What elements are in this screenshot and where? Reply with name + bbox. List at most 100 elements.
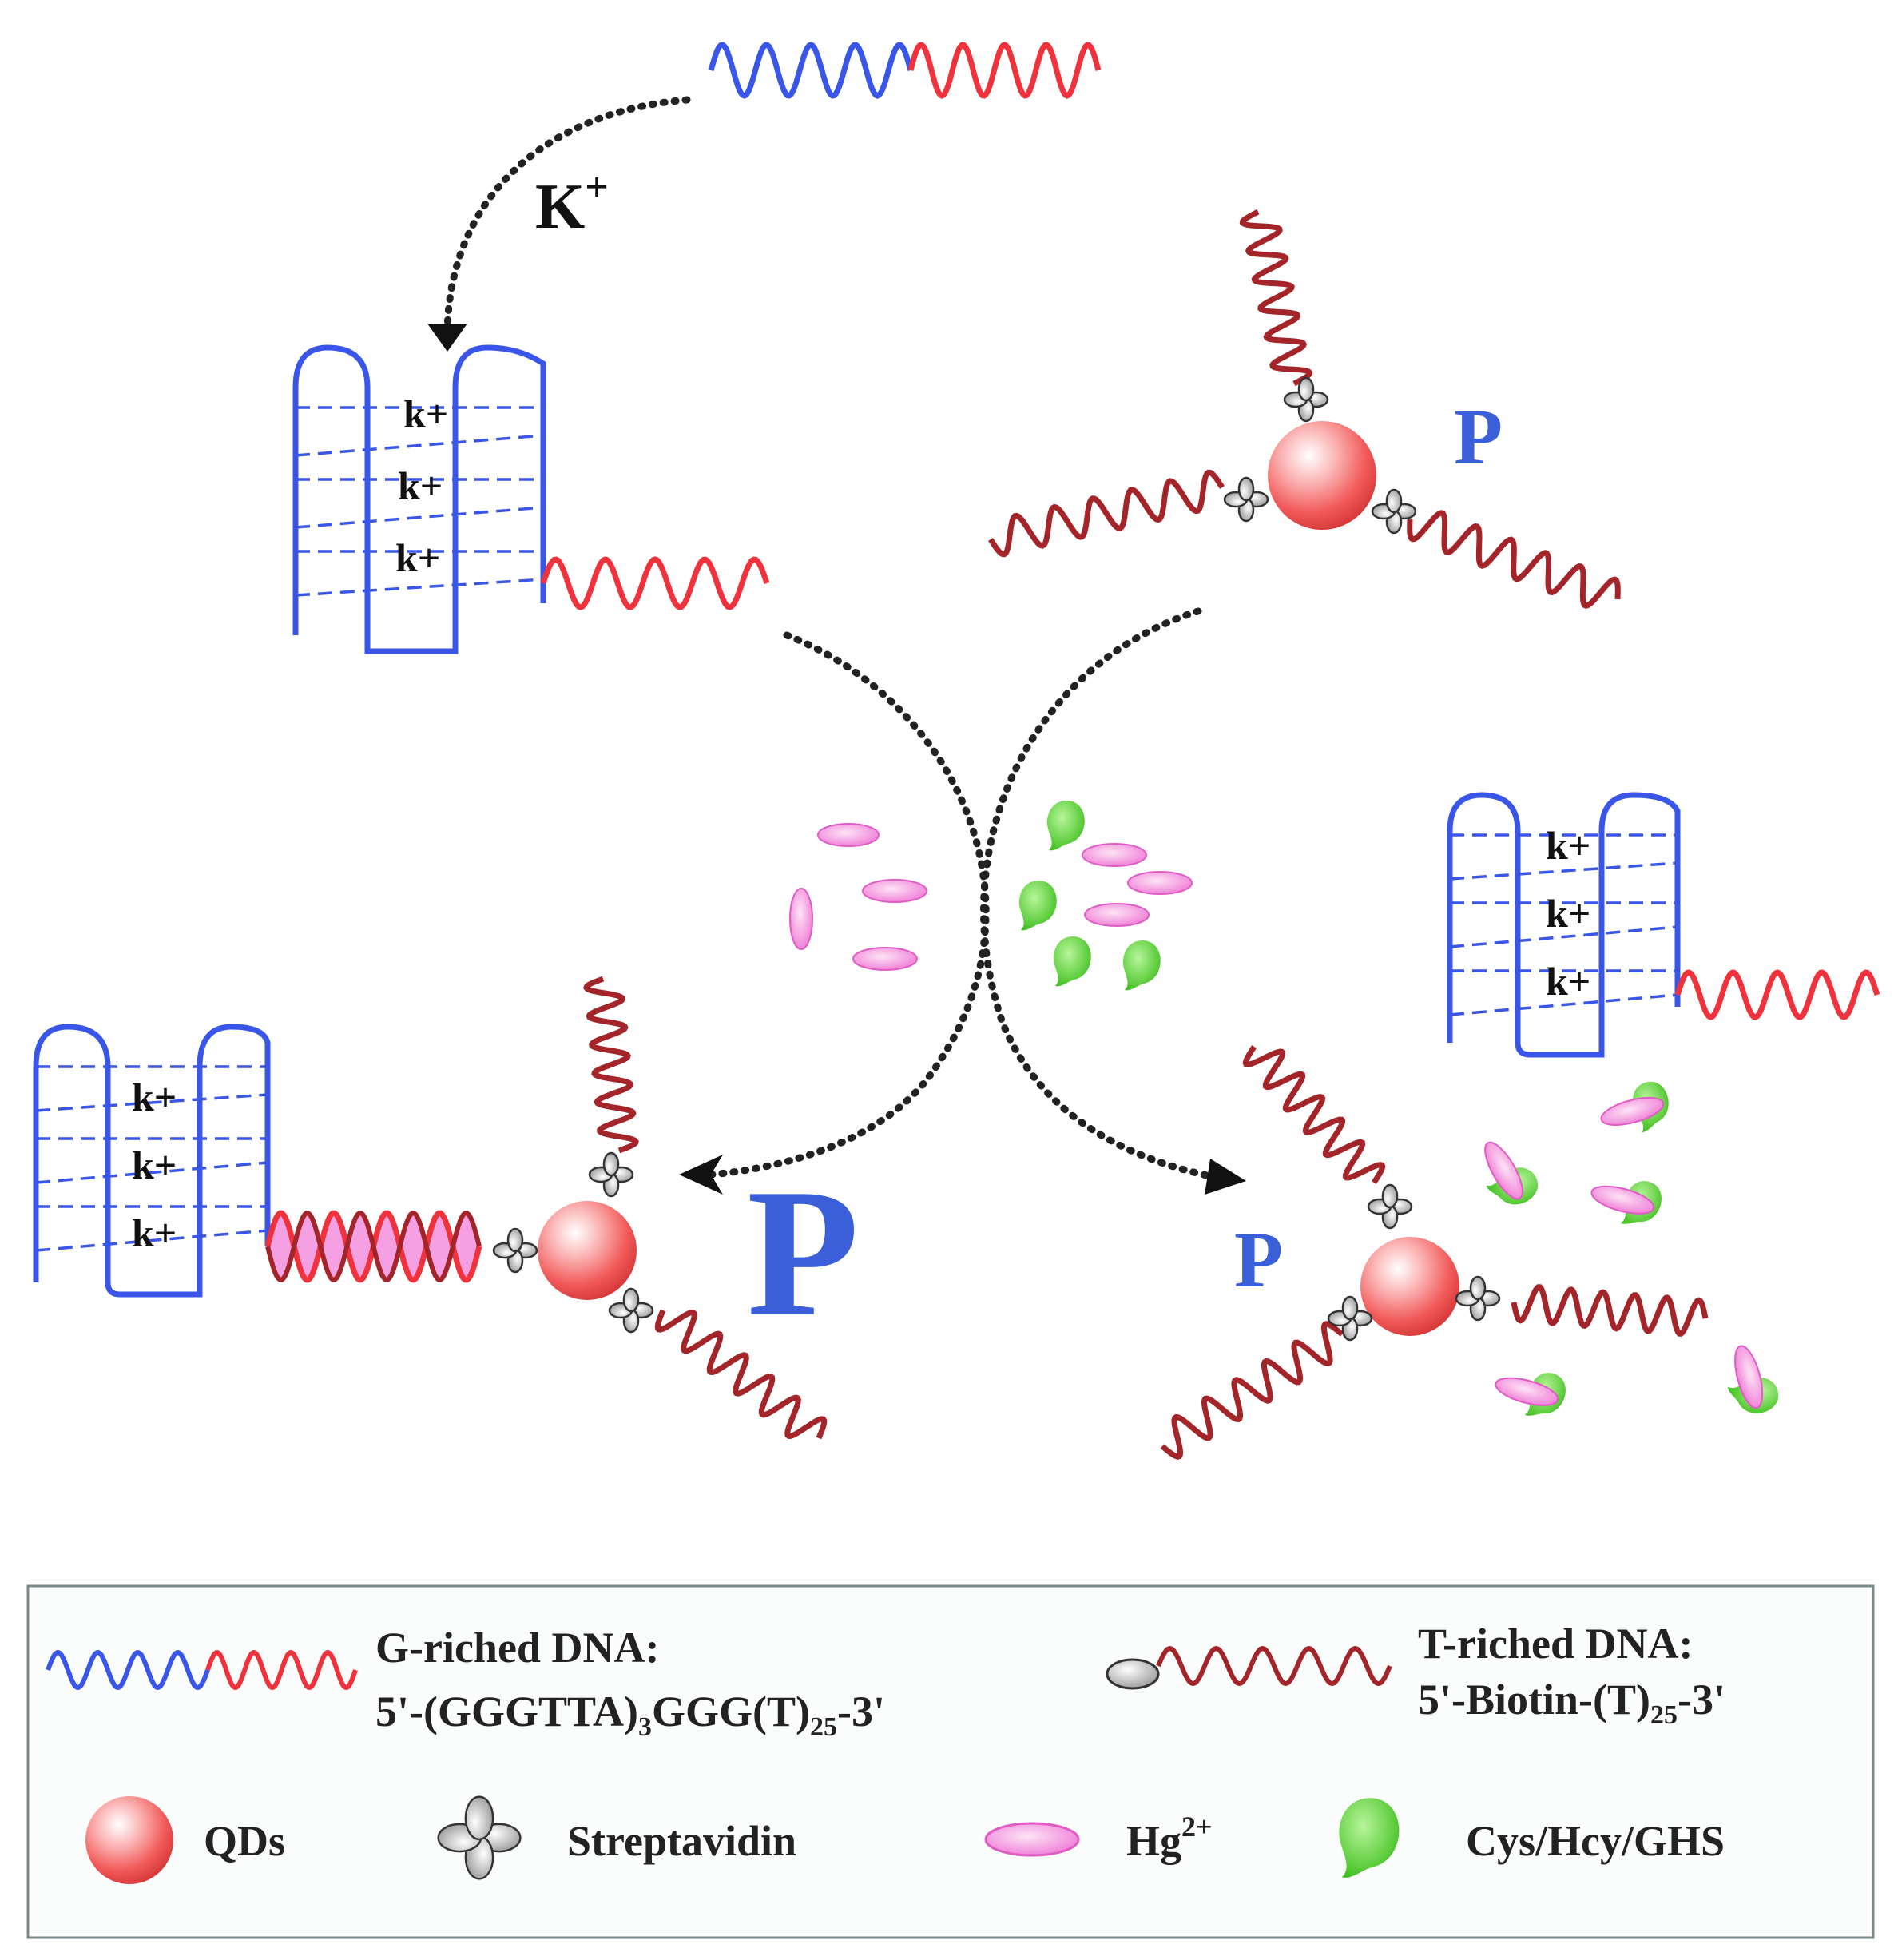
cys-molecule-icon — [1053, 936, 1091, 987]
cys-molecule-icon — [1339, 1798, 1400, 1878]
streptavidin-icon — [1455, 1275, 1501, 1322]
t-dna-strand — [1239, 209, 1313, 387]
k-ion-label: K+ — [535, 165, 609, 242]
qd-probe-bottom-left — [492, 976, 828, 1440]
streptavidin-lobe — [1297, 376, 1315, 402]
hg-cys-complex — [1600, 1081, 1669, 1132]
legend-t-dna-name: T-riched DNA: — [1418, 1620, 1694, 1668]
streptavidin-lobe — [1385, 488, 1403, 514]
cys-molecule-icon — [1046, 801, 1085, 851]
qd-sphere-icon — [1268, 421, 1376, 530]
legend-box: G-riched DNA: 5'-(GGGTTA)3GGG(T)25-3' T-… — [26, 1584, 1875, 1939]
probe-label: P — [1454, 392, 1503, 481]
t-dna-strand — [1242, 1045, 1386, 1184]
quartet-k-ion: k+ — [1546, 823, 1590, 868]
hg-cys-complex — [1590, 1181, 1662, 1224]
quartet-k-ion: k+ — [403, 392, 448, 436]
legend-streptavidin-label: Streptavidin — [567, 1817, 796, 1865]
legend-t-dna-sequence: 5'-Biotin-(T)25-3' — [1418, 1676, 1725, 1730]
legend-t-dna — [1156, 1645, 1392, 1687]
hg-cys-complex — [1495, 1373, 1566, 1416]
streptavidin-lobe — [1469, 1275, 1487, 1301]
streptavidin-lobe — [1341, 1295, 1359, 1321]
hg-ion-cluster — [789, 823, 927, 971]
g-rich-dna-free — [708, 42, 1102, 99]
probe-label-small: P — [1234, 1215, 1283, 1304]
legend-hg-label: Hg2+ — [1126, 1811, 1213, 1865]
hg-ion-icon — [1590, 1185, 1655, 1215]
quartet-k-ion: k+ — [1546, 891, 1590, 936]
streptavidin-lobe — [622, 1287, 640, 1313]
qd-sphere-icon — [85, 1796, 173, 1884]
g-dna-red-tail — [540, 556, 770, 610]
hg-mediated-duplex — [264, 1210, 482, 1283]
t-dna-strand — [988, 469, 1225, 558]
streptavidin-icon — [1371, 488, 1417, 535]
t-dna-strand — [583, 976, 639, 1154]
crossing-arrow-right-head — [1205, 1159, 1246, 1195]
streptavidin-lobe — [1381, 1183, 1399, 1209]
t-dna-strand — [654, 1309, 828, 1440]
hg-cys-complex — [1728, 1345, 1779, 1413]
streptavidin-lobe — [602, 1151, 620, 1177]
hg-ion-icon — [1484, 1141, 1523, 1200]
quartet-k-ion: k+ — [398, 463, 443, 508]
hg-ion-icon — [1734, 1345, 1764, 1409]
streptavidin-lobe — [1237, 476, 1255, 502]
hg-ion-icon — [984, 1822, 1080, 1857]
hg-cys-complex — [1484, 1141, 1538, 1205]
hg-ion-icon — [817, 823, 880, 847]
k-folding-arrow — [443, 96, 691, 340]
g-dna-red-tail — [1674, 969, 1880, 1020]
quartet-k-ion: k+ — [1546, 959, 1590, 1004]
g-quadruplex-bottom-right: k+ k+ k+ — [1447, 792, 1880, 1058]
crossing-arrow-left-head — [679, 1155, 723, 1195]
hg-cys-complex-cluster — [1484, 1081, 1779, 1416]
legend-g-dna-blue — [46, 1650, 210, 1690]
hg-ion-icon — [1084, 903, 1150, 927]
hg-ion-icon — [789, 888, 813, 950]
qd-sphere-icon — [1360, 1237, 1459, 1336]
t-dna-strand — [1160, 1321, 1344, 1460]
streptavidin-icon — [608, 1287, 654, 1334]
hg-ion-icon — [852, 947, 918, 971]
qd-probe-bottom-right — [1160, 1045, 1709, 1460]
streptavidin-icon — [1327, 1295, 1373, 1342]
t-dna-strand — [1511, 1284, 1709, 1337]
hg-ion-icon — [1495, 1377, 1559, 1406]
streptavidin-lobe — [506, 1227, 524, 1253]
quartet-k-ion: k+ — [132, 1075, 177, 1119]
quartet-k-ion: k+ — [132, 1143, 177, 1187]
qd-probe-top: P — [988, 209, 1621, 609]
cys-molecule-icon — [1122, 940, 1161, 991]
streptavidin-icon — [437, 1795, 522, 1880]
hg-ion-icon — [1127, 871, 1193, 895]
legend-g-dna-name: G-riched DNA: — [375, 1624, 659, 1672]
streptavidin-icon — [1367, 1183, 1413, 1230]
legend-g-dna-sequence: 5'-(GGGTTA)3GGG(T)25-3' — [375, 1688, 885, 1742]
legend-g-dna-red — [205, 1650, 358, 1690]
g-quadruplex-top: k+ k+ k+ — [292, 344, 770, 654]
g-quadruplex-bottom-left: k+ k+ k+ — [33, 1024, 271, 1298]
legend-cys-label: Cys/Hcy/GHS — [1466, 1817, 1725, 1865]
duplex-t-strand — [265, 1211, 482, 1282]
probe-label-large: P — [747, 1151, 860, 1354]
hg-ion-icon — [862, 879, 927, 903]
legend-qds-label: QDs — [204, 1817, 285, 1865]
streptavidin-icon — [492, 1227, 538, 1274]
quartet-k-ion: k+ — [395, 535, 440, 580]
quartet-k-ion: k+ — [132, 1211, 177, 1255]
g-dna-red-segment — [907, 42, 1102, 99]
hg-ion-icon — [1082, 843, 1147, 867]
crossing-arrow-right — [979, 607, 1226, 1183]
qd-sphere-icon — [538, 1201, 637, 1300]
k-folding-arrow-head — [427, 324, 467, 352]
g-dna-blue-segment — [708, 42, 914, 99]
streptavidin-lobe — [464, 1795, 494, 1841]
hg-ion-icon — [1600, 1096, 1665, 1126]
biotin-icon — [1106, 1658, 1160, 1690]
streptavidin-icon — [1223, 476, 1269, 523]
streptavidin-icon — [588, 1151, 634, 1198]
streptavidin-icon — [1283, 376, 1329, 423]
